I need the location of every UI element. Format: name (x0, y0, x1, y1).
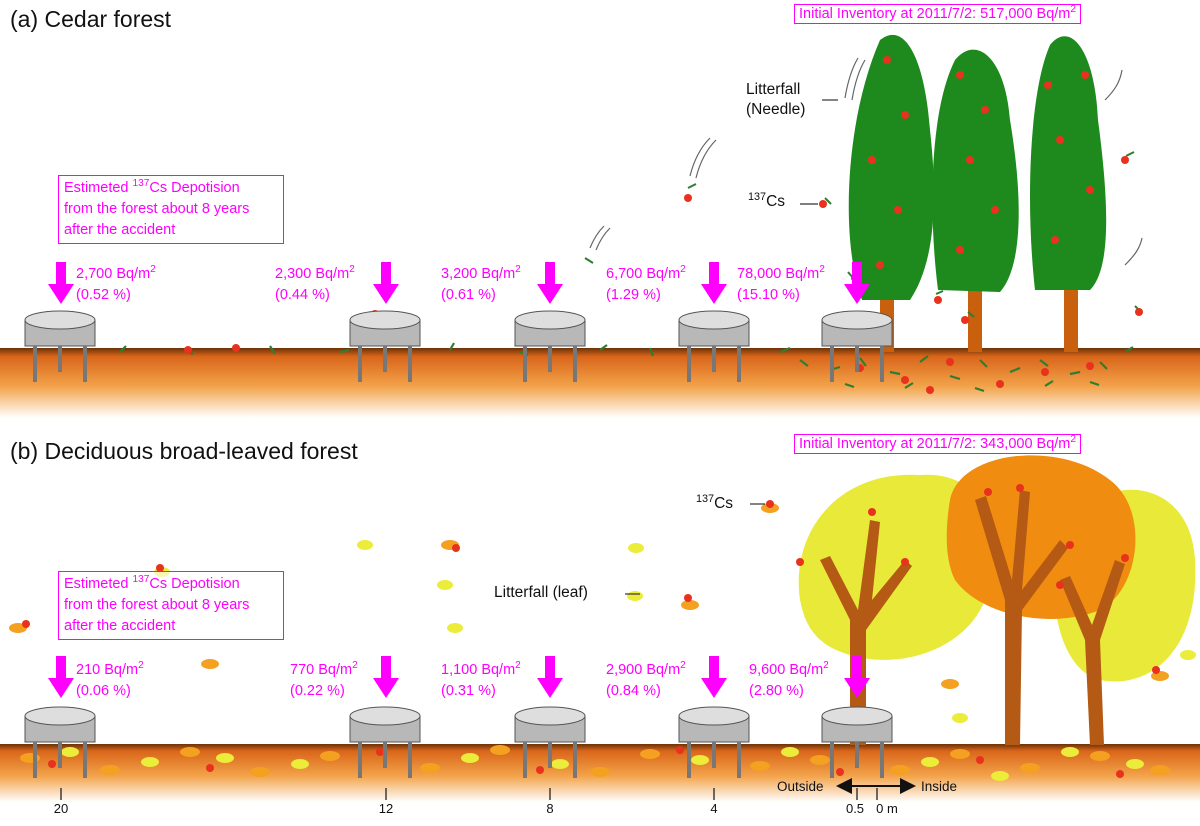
trap-a-1-percent: (0.52 %) (76, 287, 131, 303)
trap-b-1-measure: 210 Bq/m2 (0.06 %) (76, 660, 144, 702)
panel-a-inventory-sup: 2 (1070, 4, 1077, 16)
inside-label: Inside (921, 779, 958, 794)
trap-b-3-percent: (0.31 %) (441, 683, 496, 699)
trap-a-5-measure: 78,000 Bq/m2 (15.10 %) (737, 264, 825, 306)
trap-a-5-value: 78,000 Bq/m (737, 266, 820, 282)
trap-a-4-percent: (1.29 %) (606, 287, 661, 303)
trap-b-3 (514, 706, 586, 778)
trap-a-3-value: 3,200 Bq/m (441, 266, 516, 282)
trap-b-4-percent: (0.84 %) (606, 683, 661, 699)
note-b-line2: from the forest about 8 years (64, 597, 250, 613)
trap-a-5-sup: 2 (819, 264, 825, 276)
trap-a-4-measure: 6,700 Bq/m2 (1.29 %) (606, 264, 686, 306)
trap-b-2-percent: (0.22 %) (290, 683, 345, 699)
trap-b-2-measure: 770 Bq/m2 (0.22 %) (290, 660, 358, 702)
outside-label: Outside (777, 779, 824, 794)
litterfall-leaf-label: Litterfall (leaf) (494, 584, 588, 601)
note-a-line1-pre: Estimeted (64, 180, 133, 196)
trap-b-3-value: 1,100 Bq/m (441, 662, 516, 678)
trap-b-2-value: 770 Bq/m (290, 662, 353, 678)
deciduous-trees (796, 455, 1196, 745)
distance-tick-8: 8 (546, 801, 554, 816)
trap-b-5-measure: 9,600 Bq/m2 (2.80 %) (749, 660, 829, 702)
cedar-trees (848, 34, 1107, 352)
deposition-arrows-b (48, 656, 870, 698)
trap-a-2-sup: 2 (349, 264, 355, 276)
trap-a-5 (821, 310, 893, 382)
trap-a-4 (678, 310, 750, 382)
distance-tick-12: 12 (378, 801, 394, 816)
panel-b-inventory-text: Initial Inventory at 2011/7/2: 343,000 B… (799, 436, 1071, 452)
trap-a-1-value: 2,700 Bq/m (76, 266, 151, 282)
cesium-a-text: Cs (766, 193, 786, 210)
trap-a-3-sup: 2 (515, 264, 521, 276)
distance-tick-0-5: 0.5 (845, 801, 865, 816)
panel-a-deposition-note: Estimeted 137Cs Depotision from the fore… (58, 175, 284, 244)
panel-b-title: (b) Deciduous broad-leaved forest (10, 438, 358, 464)
trap-b-3-measure: 1,100 Bq/m2 (0.31 %) (441, 660, 521, 702)
trap-a-1-sup: 2 (150, 264, 156, 276)
cesium-ground-a (184, 344, 1094, 394)
note-b-sup: 137 (132, 574, 150, 586)
trap-a-1-measure: 2,700 Bq/m2 (0.52 %) (76, 264, 156, 306)
deposition-arrows-a (48, 262, 870, 304)
trap-a-4-value: 6,700 Bq/m (606, 266, 681, 282)
litterfall-needle-line1: Litterfall (746, 81, 801, 98)
trap-a-2 (349, 310, 421, 382)
label-leader-lines (625, 99, 838, 595)
panel-a-inventory-text: Initial Inventory at 2011/7/2: 517,000 B… (799, 6, 1071, 22)
cesium-label-b: 137Cs (696, 492, 734, 514)
trap-b-5-value: 9,600 Bq/m (749, 662, 824, 678)
trap-b-2 (349, 706, 421, 778)
note-b-line1-post: Cs Depotision (149, 576, 240, 592)
cesium-label-a: 137Cs (748, 190, 786, 212)
note-b-line1-pre: Estimeted (64, 576, 133, 592)
trap-b-3-sup: 2 (515, 660, 521, 672)
trap-a-2-measure: 2,300 Bq/m2 (0.44 %) (275, 264, 355, 306)
trap-a-2-percent: (0.44 %) (275, 287, 330, 303)
trap-a-3-percent: (0.61 %) (441, 287, 496, 303)
trap-a-3 (514, 310, 586, 382)
distance-tick-4: 4 (710, 801, 718, 816)
trap-b-4-measure: 2,900 Bq/m2 (0.84 %) (606, 660, 686, 702)
panel-a-title: (a) Cedar forest (10, 6, 172, 32)
soil-band-a (0, 348, 1200, 418)
trap-a-5-percent: (15.10 %) (737, 287, 800, 303)
cesium-b-sup: 137 (696, 492, 715, 505)
leaf-litter-ground (20, 745, 1170, 781)
panel-a-initial-inventory: Initial Inventory at 2011/7/2: 517,000 B… (794, 4, 1082, 24)
trap-b-4 (678, 706, 750, 778)
fall-motion-lines (589, 57, 1143, 266)
trap-b-1-value: 210 Bq/m (76, 662, 139, 678)
trap-b-4-sup: 2 (680, 660, 686, 672)
falling-leaves (9, 500, 1196, 723)
distance-tick-0m: 0 m (876, 801, 898, 816)
distance-tick-20: 20 (53, 801, 69, 816)
panel-b-inventory-sup: 2 (1070, 434, 1077, 446)
trap-b-1-percent: (0.06 %) (76, 683, 131, 699)
note-b-line3: after the accident (64, 618, 176, 634)
note-a-line3: after the accident (64, 222, 176, 238)
trap-b-5 (821, 706, 893, 778)
trap-b-5-sup: 2 (823, 660, 829, 672)
litterfall-needle-line2: (Needle) (746, 101, 806, 118)
trap-b-1-sup: 2 (138, 660, 144, 672)
note-a-sup: 137 (132, 178, 150, 190)
note-a-line2: from the forest about 8 years (64, 201, 250, 217)
trap-b-5-percent: (2.80 %) (749, 683, 804, 699)
trap-a-4-sup: 2 (680, 264, 686, 276)
trap-b-1 (24, 706, 96, 778)
trap-b-2-sup: 2 (352, 660, 358, 672)
trap-b-4-value: 2,900 Bq/m (606, 662, 681, 678)
panel-b-deposition-note: Estimeted 137Cs Depotision from the fore… (58, 571, 284, 640)
cesium-b-text: Cs (714, 495, 734, 512)
trap-a-1 (24, 310, 96, 382)
cesium-a-sup: 137 (748, 190, 767, 203)
panel-b-initial-inventory: Initial Inventory at 2011/7/2: 343,000 B… (794, 434, 1082, 454)
trap-a-2-value: 2,300 Bq/m (275, 266, 350, 282)
note-a-line1-post: Cs Depotision (149, 180, 240, 196)
trap-a-3-measure: 3,200 Bq/m2 (0.61 %) (441, 264, 521, 306)
litterfall-needle-label: Litterfall (Needle) (746, 80, 805, 120)
